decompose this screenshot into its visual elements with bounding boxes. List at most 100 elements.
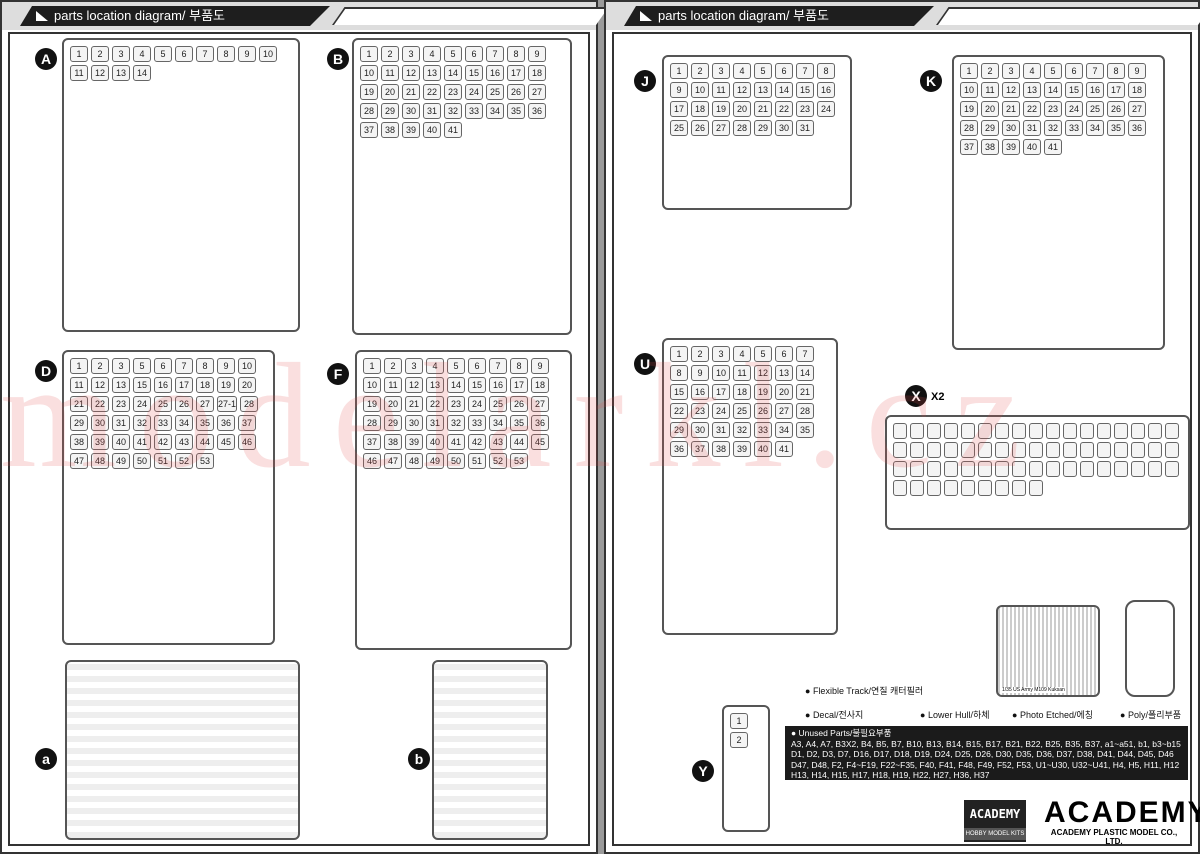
part-number: 30 <box>402 103 420 119</box>
part-number: 19 <box>360 84 378 100</box>
part-number: 28 <box>796 403 814 419</box>
part-number: 7 <box>796 346 814 362</box>
part-number: 16 <box>1086 82 1104 98</box>
part-number: 31 <box>423 103 441 119</box>
logo-subtext: HOBBY MODEL KITS <box>964 828 1026 840</box>
track-link <box>893 442 907 458</box>
part-number: 3 <box>712 63 730 79</box>
part-number: 10 <box>360 65 378 81</box>
part-number: 23 <box>447 396 465 412</box>
legend-poly: Poly/폴리부품 <box>1120 708 1181 721</box>
part-number: 31 <box>796 120 814 136</box>
part-number: 18 <box>691 101 709 117</box>
part-number: 35 <box>796 422 814 438</box>
part-number: 8 <box>817 63 835 79</box>
part-number: 29 <box>381 103 399 119</box>
track-link <box>995 442 1009 458</box>
photo-etched-sheet: 1/35 US Army M109 Kuksan <box>996 605 1100 697</box>
part-number: 2 <box>730 732 748 748</box>
part-number: 44 <box>196 434 214 450</box>
part-number: 29 <box>754 120 772 136</box>
part-number: 11 <box>981 82 999 98</box>
track-link <box>1029 480 1043 496</box>
part-number: 37 <box>238 415 256 431</box>
part-number: 6 <box>775 346 793 362</box>
part-number: 2 <box>384 358 402 374</box>
unused-title: Unused Parts/불필요부품 <box>791 728 1182 739</box>
part-number: 41 <box>133 434 151 450</box>
part-number: 16 <box>817 82 835 98</box>
sprue-badge: J <box>634 70 656 92</box>
part-number: 29 <box>981 120 999 136</box>
track-link <box>995 423 1009 439</box>
part-number: 23 <box>444 84 462 100</box>
part-number: 20 <box>981 101 999 117</box>
track-link <box>1063 442 1077 458</box>
part-number: 36 <box>528 103 546 119</box>
part-number: 47 <box>70 453 88 469</box>
part-number: 26 <box>175 396 193 412</box>
part-number: 3 <box>405 358 423 374</box>
part-number: 4 <box>1023 63 1041 79</box>
part-number: 11 <box>712 82 730 98</box>
part-number: 25 <box>733 403 751 419</box>
part-number: 9 <box>1128 63 1146 79</box>
part-number: 39 <box>733 441 751 457</box>
track-link <box>927 461 941 477</box>
part-number: 49 <box>112 453 130 469</box>
part-number: 40 <box>423 122 441 138</box>
part-number: 7 <box>486 46 504 62</box>
part-number: 27 <box>196 396 214 412</box>
part-number: 6 <box>175 46 193 62</box>
part-number: 30 <box>405 415 423 431</box>
part-number: 43 <box>489 434 507 450</box>
part-number: 27 <box>1128 101 1146 117</box>
part-number: 7 <box>796 63 814 79</box>
track-link <box>910 480 924 496</box>
part-number: 13 <box>775 365 793 381</box>
legend-flexible-track: Flexible Track/연질 캐터필러 <box>805 684 923 697</box>
part-number: 48 <box>91 453 109 469</box>
part-number: 40 <box>1023 139 1041 155</box>
part-number: 41 <box>447 434 465 450</box>
part-number: 27 <box>712 120 730 136</box>
track-link <box>1046 442 1060 458</box>
company-name: ACADEMY PLASTIC MODEL CO., LTD. <box>1050 828 1178 846</box>
part-number: 5 <box>754 346 772 362</box>
part-number: 52 <box>489 453 507 469</box>
sprue-multiplier: X2 <box>931 391 945 403</box>
part-number: 25 <box>154 396 172 412</box>
part-number: 13 <box>754 82 772 98</box>
part-number: 31 <box>426 415 444 431</box>
track-link <box>961 423 975 439</box>
part-number: 3 <box>402 46 420 62</box>
sprue-a <box>65 660 300 840</box>
part-number: 9 <box>238 46 256 62</box>
part-number: 46 <box>363 453 381 469</box>
part-number: 4 <box>133 46 151 62</box>
part-number: 17 <box>1107 82 1125 98</box>
part-number: 46 <box>238 434 256 450</box>
part-number: 35 <box>1107 120 1125 136</box>
part-number: 39 <box>91 434 109 450</box>
part-number: 28 <box>240 396 259 412</box>
part-number: 1 <box>363 358 381 374</box>
track-link <box>1063 461 1077 477</box>
legend-lower-hull: Lower Hull/하체 <box>920 708 990 721</box>
part-number: 6 <box>154 358 172 374</box>
part-number: 27 <box>528 84 546 100</box>
part-number: 36 <box>217 415 235 431</box>
part-number: 27 <box>775 403 793 419</box>
part-number: 2 <box>981 63 999 79</box>
pe-label: 1/35 US Army M109 Kuksan <box>1002 687 1065 693</box>
part-number: 7 <box>489 358 507 374</box>
part-number: 32 <box>444 103 462 119</box>
part-number: 13 <box>112 65 130 81</box>
part-number: 18 <box>733 384 751 400</box>
part-number: 15 <box>670 384 688 400</box>
